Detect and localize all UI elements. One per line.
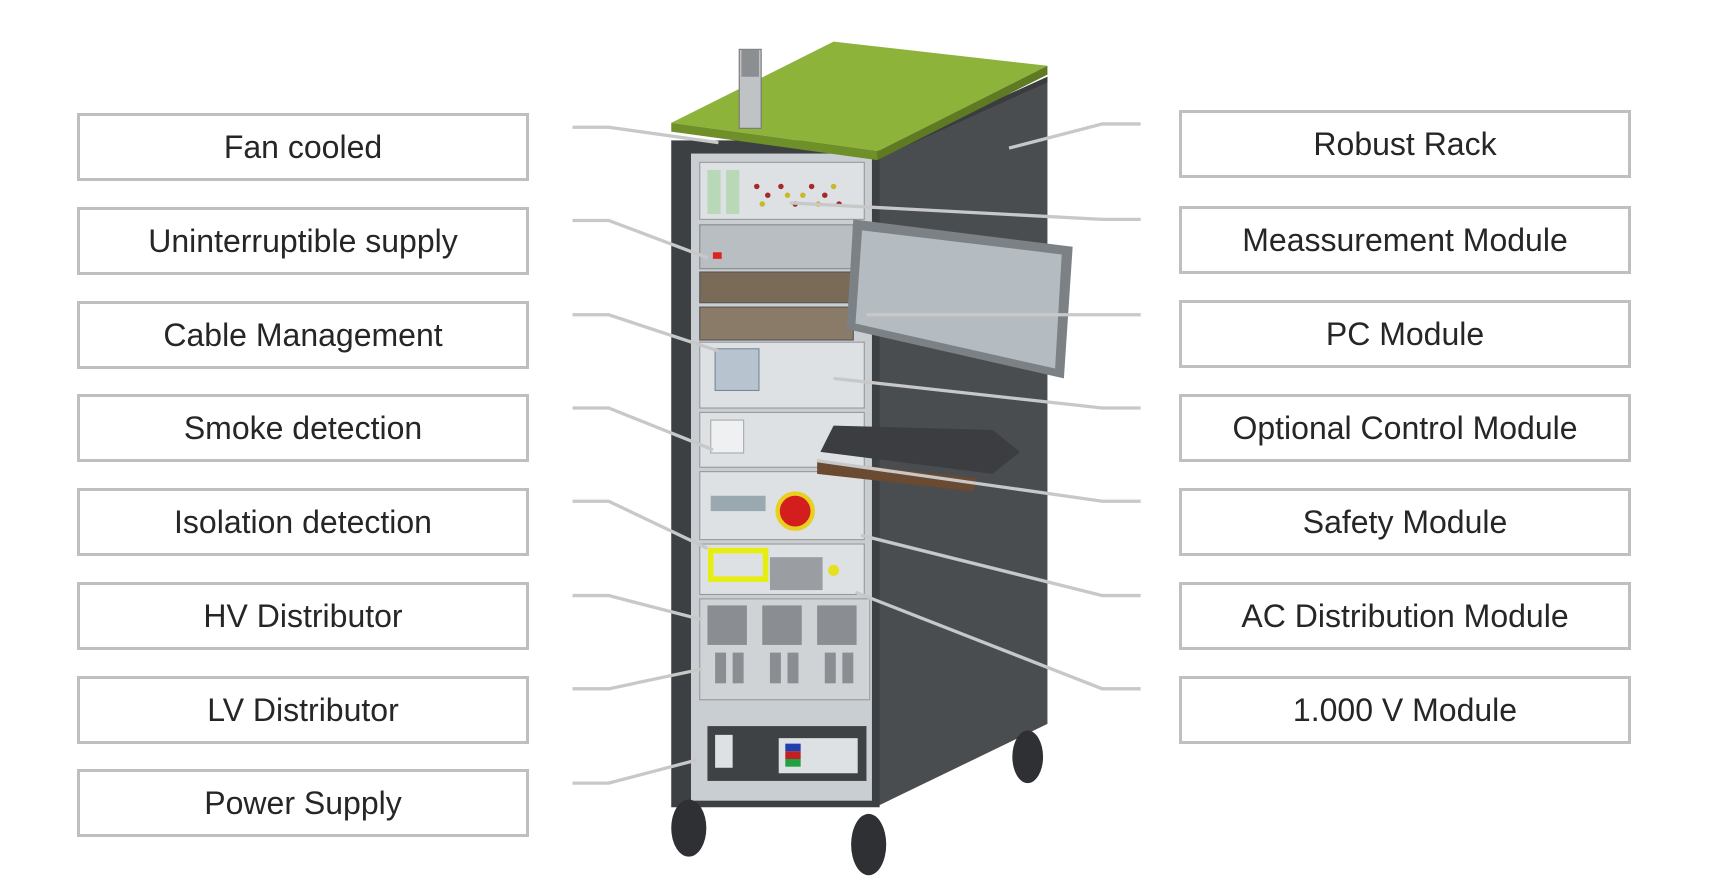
caster-wheels: [671, 730, 1044, 876]
label-optional-control-module: Optional Control Module: [1179, 394, 1631, 462]
measurement-module: [699, 161, 865, 220]
label-isolation-detection: Isolation detection: [77, 488, 529, 556]
label-1000v-module: 1.000 V Module: [1179, 676, 1631, 744]
keyboard: [820, 425, 1021, 474]
cable-management: [699, 306, 854, 341]
label-cable-management: Cable Management: [77, 301, 529, 369]
rack-top-green: [671, 41, 1048, 152]
label-fan-cooled: Fan cooled: [77, 113, 529, 181]
label-robust-rack: Robust Rack: [1179, 110, 1631, 178]
label-smoke-detection: Smoke detection: [77, 394, 529, 462]
label-lv-distributor: LV Distributor: [77, 676, 529, 744]
label-power-supply: Power Supply: [77, 769, 529, 837]
label-uninterruptible-supply: Uninterruptible supply: [77, 207, 529, 275]
label-hv-distributor: HV Distributor: [77, 582, 529, 650]
emergency-stop-icon: [775, 491, 815, 531]
label-pc-module: PC Module: [1179, 300, 1631, 368]
label-safety-module: Safety Module: [1179, 488, 1631, 556]
leader-lines: [572, 122, 1141, 785]
label-measurement-module: Meassurement Module: [1179, 206, 1631, 274]
label-ac-distribution-module: AC Distribution Module: [1179, 582, 1631, 650]
ups-module: [699, 224, 854, 270]
